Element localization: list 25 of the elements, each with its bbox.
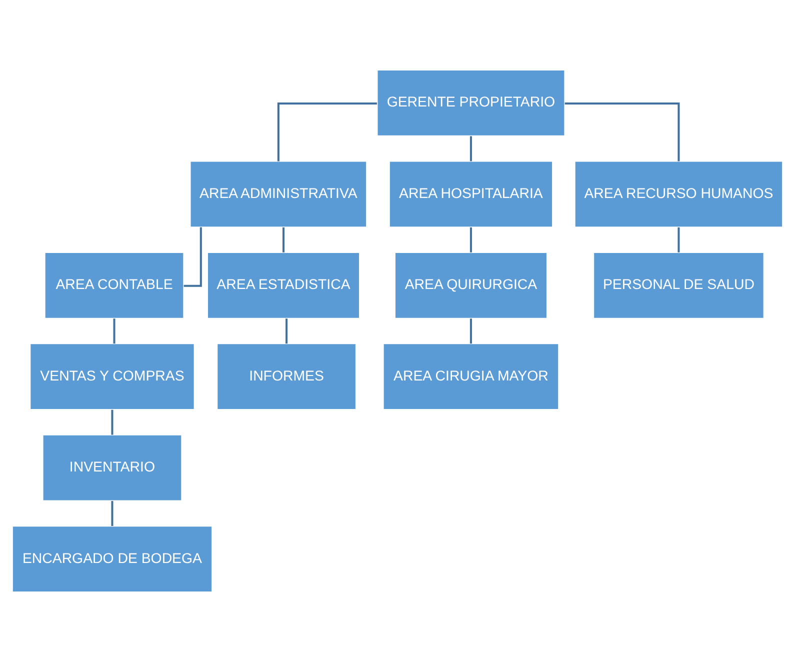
connector (277, 102, 377, 162)
node-box: PERSONAL DE SALUD (593, 252, 764, 319)
node-box: AREA HOSPITALARIA (388, 160, 554, 228)
connector (286, 318, 288, 344)
node-box: INFORMES (216, 343, 356, 410)
connector (564, 102, 680, 162)
connector (470, 136, 472, 162)
connector (184, 227, 202, 287)
connector (111, 501, 114, 526)
node-box: INVENTARIO (42, 434, 182, 502)
node-box: AREA CONTABLE (44, 252, 184, 319)
connector (470, 318, 472, 344)
node-box: ENCARGADO DE BODEGA (12, 526, 213, 592)
node-box: VENTAS Y COMPRAS (30, 343, 195, 410)
node-box: AREA ESTADISTICA (206, 252, 360, 319)
connector (470, 227, 472, 252)
node-box: AREA QUIRURGICA (394, 252, 548, 319)
node-box: AREA RECURSO HUMANOS (574, 160, 784, 228)
connector (678, 227, 680, 252)
connector (113, 318, 116, 344)
node-box: AREA CIRUGIA MAYOR (382, 343, 560, 410)
connector (282, 227, 284, 252)
connector (111, 410, 114, 435)
node-box: GERENTE PROPIETARIO (376, 70, 566, 136)
node-box: AREA ADMINISTRATIVA (190, 160, 368, 228)
